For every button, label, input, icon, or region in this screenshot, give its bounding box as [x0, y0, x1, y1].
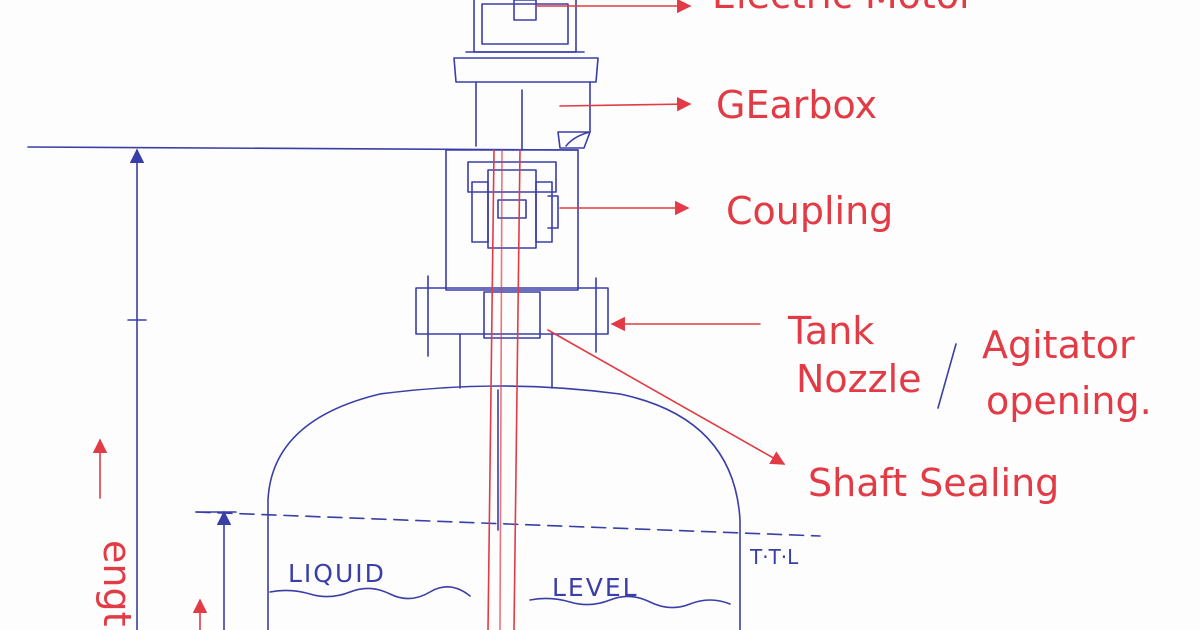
tank-vessel: [195, 385, 821, 630]
agitator-shaft: [487, 149, 521, 630]
motor-label: Electric Motor: [712, 0, 975, 17]
coupling-label: Coupling: [726, 189, 893, 233]
nozzle-label: Nozzle: [796, 357, 922, 401]
gearbox-label: GEarbox: [716, 83, 877, 127]
liquid-label: LIQUID: [288, 559, 386, 588]
gearbox: [453, 57, 599, 151]
sealing-leader-arrow: [547, 329, 786, 465]
opening-label: opening.: [986, 379, 1152, 423]
coupling-housing: [445, 149, 579, 291]
tank-label: Tank: [787, 309, 874, 353]
electric-motor: [465, 0, 585, 53]
agitator-label: Agitator: [982, 323, 1135, 367]
ttl-label: T·T·L: [749, 545, 799, 569]
gearbox-leader-arrow: [559, 97, 692, 112]
length-label: ength: [95, 540, 139, 630]
label-separator: [937, 343, 957, 409]
shaft-sealing-label: Shaft Sealing: [808, 461, 1059, 505]
tank-nozzle-flange: [415, 275, 609, 389]
level-label: LEVEL: [552, 573, 639, 602]
